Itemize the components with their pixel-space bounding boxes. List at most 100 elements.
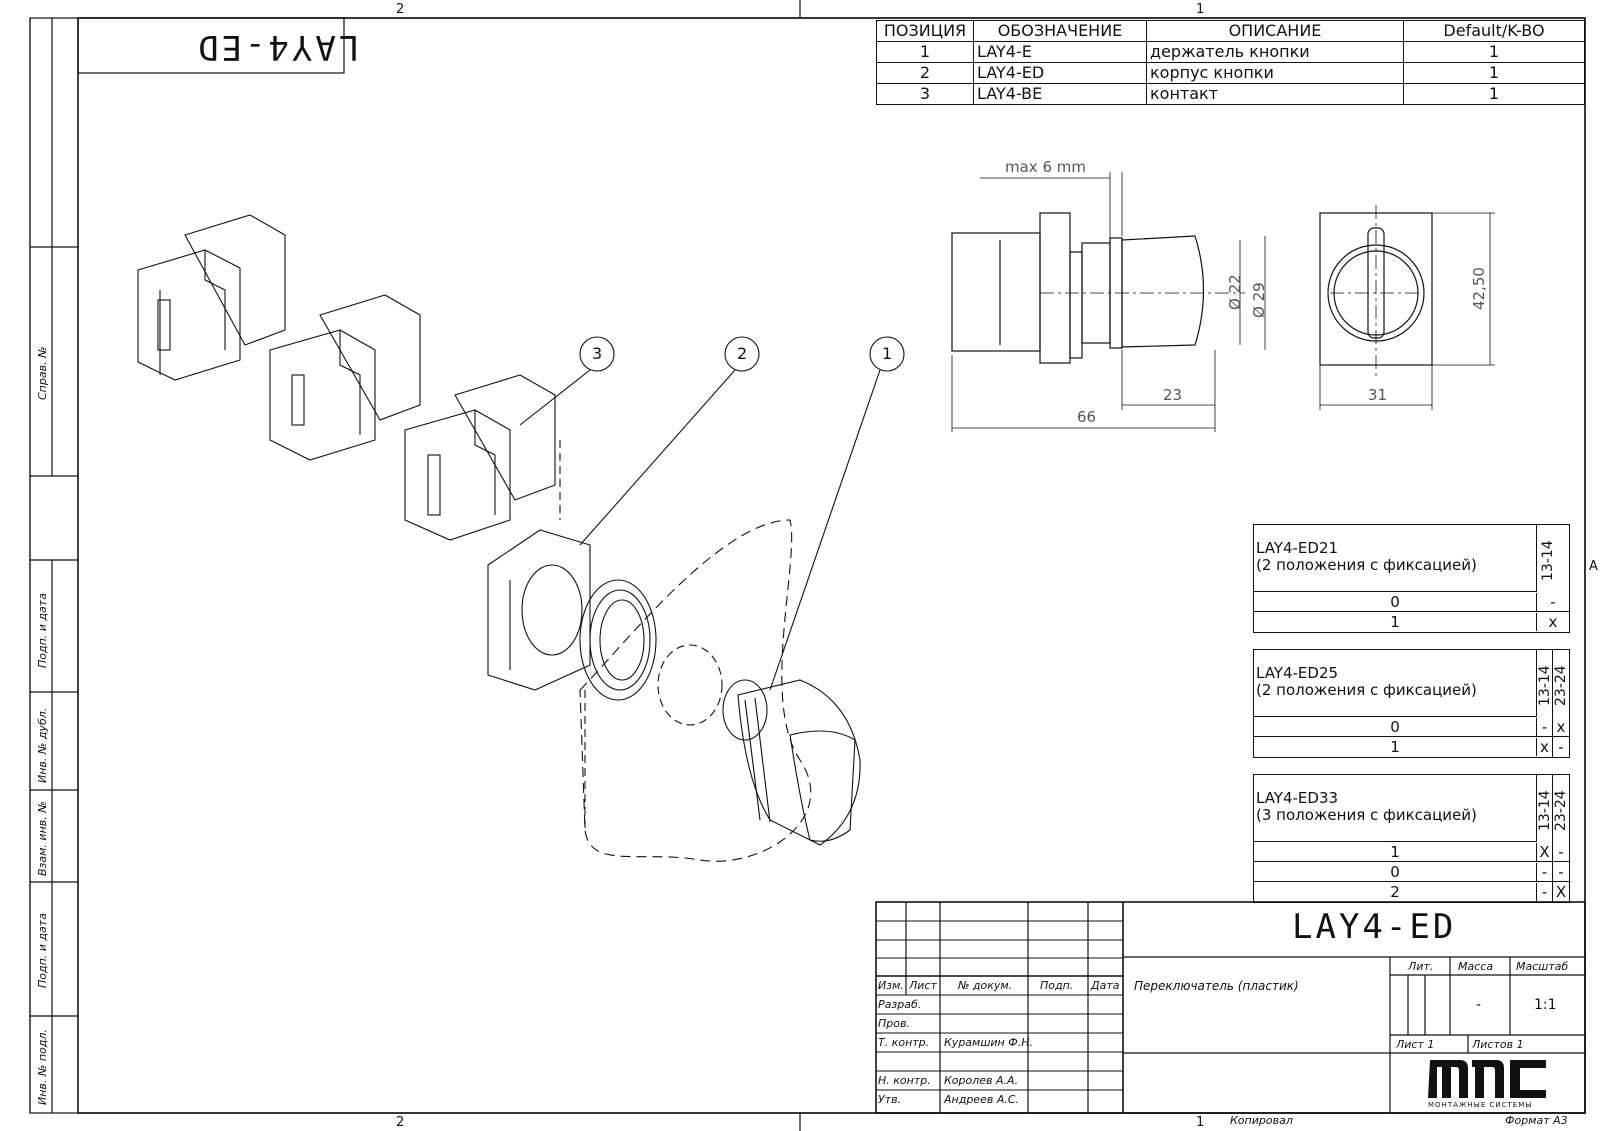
table-row: 0 - - — [1254, 861, 1569, 882]
cell: 1 — [1403, 41, 1585, 63]
inner-frame — [77, 17, 1586, 1114]
state-cell: - — [1558, 738, 1564, 756]
button-holder — [487, 529, 591, 691]
contact-header: 23-24 — [1553, 790, 1569, 831]
callout-1-circle — [869, 336, 905, 372]
mass-value: - — [1476, 997, 1482, 1013]
switch-table-ed21: LAY4-ED21 (2 положения с фиксацией) 13-1… — [1253, 524, 1570, 633]
switch-table-title: LAY4-ED21 — [1256, 539, 1339, 557]
knurled-ring — [579, 579, 657, 701]
mass-label: Масса — [1458, 960, 1494, 973]
table-row: 1 x — [1254, 611, 1569, 631]
col-date: Дата — [1091, 979, 1120, 992]
state-cell: x — [1548, 613, 1558, 631]
state-cell: - — [1550, 593, 1556, 611]
cell: корпус кнопки — [1146, 62, 1404, 84]
parts-table: ПОЗИЦИЯ ОБОЗНАЧЕНИЕ ОПИСАНИЕ Default/K-B… — [876, 20, 1585, 105]
col-sign: Подп. — [1040, 979, 1074, 992]
zone-label-bottom-right: 1 — [1196, 1115, 1205, 1130]
role-tech-control: Т. контр. — [878, 1036, 930, 1049]
col-doc: № докум. — [958, 979, 1013, 992]
callout-3-circle — [579, 336, 615, 372]
state-cell: X — [1555, 883, 1567, 901]
cell: 1 — [876, 41, 974, 63]
side-view — [951, 172, 1266, 432]
dim-length-66: 66 — [1077, 408, 1097, 426]
cell: 1 — [1403, 83, 1585, 105]
exploded-view — [137, 214, 905, 862]
callout-3: 3 — [592, 344, 603, 363]
contact-header: 13-14 — [1540, 540, 1556, 581]
table-row: 3 LAY4-BE контакт 1 — [876, 83, 1585, 105]
format-label: Формат А3 — [1505, 1114, 1568, 1127]
table-row: 1 LAY4-E держатель кнопки 1 — [876, 41, 1585, 63]
contact-header: 13-14 — [1537, 665, 1553, 706]
callout-2-circle — [724, 336, 760, 372]
table-row: 1 x - — [1254, 736, 1569, 756]
cell: LAY4-ED — [973, 62, 1147, 84]
parts-table-header: ПОЗИЦИЯ ОБОЗНАЧЕНИЕ ОПИСАНИЕ Default/K-B… — [876, 20, 1585, 42]
strip-label-sprav: Справ. № — [36, 346, 49, 400]
dim-length-23: 23 — [1163, 386, 1183, 404]
switch-table-title-cell: LAY4-ED33 (3 положения с фиксацией) — [1254, 775, 1537, 842]
position-cell: 0 — [1254, 863, 1537, 881]
callout-2: 2 — [737, 344, 748, 363]
zone-label-bottom-left: 2 — [396, 1115, 405, 1130]
person-norm-control: Королев А.А. — [944, 1074, 1019, 1087]
dim-diameter-29: Ø 29 — [1250, 282, 1268, 318]
position-cell: 0 — [1254, 593, 1537, 611]
dim-height: 42,50 — [1470, 267, 1488, 310]
position-cell: 0 — [1254, 718, 1537, 736]
rotated-code-box — [77, 17, 345, 74]
cell: 3 — [876, 83, 974, 105]
contact-block-3 — [404, 374, 556, 541]
dim-diameter-22: Ø 22 — [1226, 274, 1244, 310]
switch-table-title-cell: LAY4-ED21 (2 положения с фиксацией) — [1254, 525, 1537, 592]
cell: контакт — [1146, 83, 1404, 105]
table-row: 1 X - — [1254, 841, 1569, 862]
table-row: 0 - — [1254, 591, 1569, 612]
switch-table-ed33: LAY4-ED33 (3 положения с фиксацией) 13-1… — [1253, 774, 1570, 903]
cell: LAY4-E — [973, 41, 1147, 63]
role-developer: Разраб. — [878, 998, 922, 1011]
state-cell: x — [1556, 718, 1566, 736]
contact-block-1 — [137, 214, 286, 381]
contact-header: 13-14 — [1537, 790, 1553, 831]
sheets-label: Листов 1 — [1472, 1038, 1524, 1051]
strip-label-vzam-inv: Взам. инв. № — [36, 801, 49, 876]
header-default: Default/K-BO — [1403, 20, 1585, 42]
role-approved: Утв. — [878, 1093, 902, 1106]
cell: держатель кнопки — [1146, 41, 1404, 63]
col-list: Лист — [909, 979, 937, 992]
strip-label-sign-date-1: Подп. и дата — [36, 593, 49, 668]
position-cell: 1 — [1254, 613, 1537, 631]
rotated-product-code: LAY4-ED — [195, 27, 360, 67]
zone-label-top-left: 2 — [396, 2, 405, 17]
person-approved: Андреев А.С. — [944, 1093, 1020, 1106]
state-cell: X — [1539, 843, 1550, 861]
header-designation: ОБОЗНАЧЕНИЕ — [973, 20, 1147, 42]
state-cell: x — [1540, 738, 1549, 756]
table-row: 0 - x — [1254, 716, 1569, 737]
table-row: 2 - X — [1254, 881, 1569, 901]
scale-value: 1:1 — [1534, 997, 1557, 1013]
callout-1: 1 — [882, 344, 893, 363]
position-cell: 1 — [1254, 738, 1537, 756]
switch-table-title: LAY4-ED33 — [1256, 789, 1339, 807]
position-cell: 2 — [1254, 883, 1537, 901]
role-checker: Пров. — [878, 1017, 910, 1030]
state-cell: - — [1541, 883, 1548, 901]
zone-label-right: A — [1589, 559, 1598, 574]
role-norm-control: Н. контр. — [878, 1074, 931, 1087]
state-cell: - — [1558, 863, 1564, 881]
zone-label-top-right: 1 — [1196, 2, 1205, 17]
table-row: 2 LAY4-ED корпус кнопки 1 — [876, 62, 1585, 84]
switch-table-title: LAY4-ED25 — [1256, 664, 1339, 682]
switch-table-subtitle: (3 положения с фиксацией) — [1256, 806, 1477, 824]
dim-width-31: 31 — [1368, 386, 1388, 404]
title-block-lines — [875, 901, 1586, 1114]
sheet-label: Лист 1 — [1396, 1038, 1435, 1051]
divider — [1552, 650, 1553, 757]
cell: 2 — [876, 62, 974, 84]
